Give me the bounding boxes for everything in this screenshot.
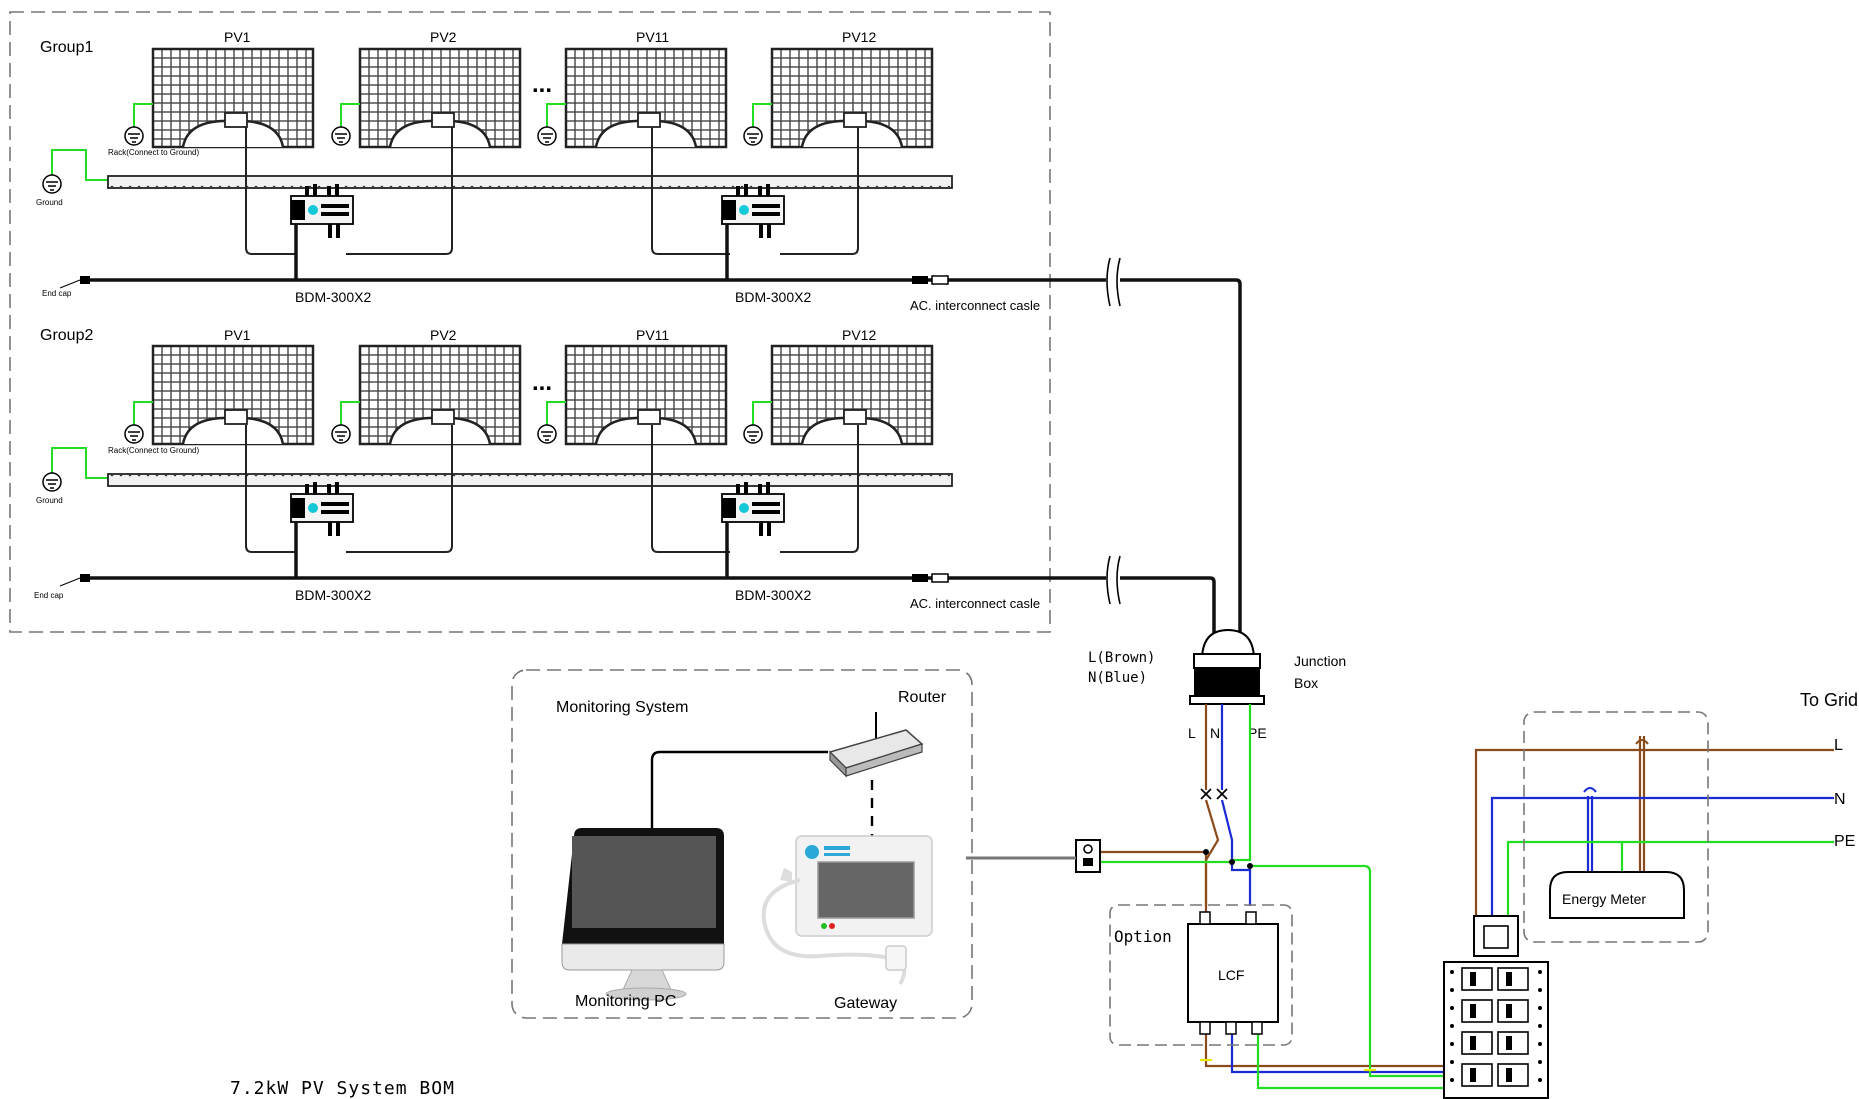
ground-icon: [331, 126, 351, 146]
grid-wiring: [1100, 704, 1834, 1090]
microinverter: [290, 183, 354, 239]
to-grid-title: To Grid: [1800, 690, 1858, 710]
pv-panel: [564, 344, 728, 446]
pv-panel: [770, 47, 934, 149]
terminal-pe-label: PE: [1248, 725, 1267, 741]
group-1-title: Group1: [40, 39, 93, 56]
group-2-pv12-label: PV12: [842, 327, 876, 343]
energy-meter-label: Energy Meter: [1562, 891, 1646, 907]
group-2-title: Group2: [40, 327, 93, 344]
grid-pe-label: PE: [1834, 833, 1855, 850]
ground-icon: [537, 126, 557, 146]
ground-icon: [331, 424, 351, 444]
grid-meter-box: [1523, 711, 1709, 943]
pv-array-box: [9, 11, 1051, 633]
terminal-n-label: N: [1210, 725, 1220, 741]
breaker-panel: [1443, 915, 1549, 1099]
ground-icon: [743, 126, 763, 146]
wire-l-label: L(Brown): [1088, 650, 1155, 666]
cable-break-icon: [1106, 257, 1121, 605]
microinverter: [721, 481, 785, 537]
group-1-ellipsis: ...: [532, 71, 552, 98]
group-1: Group1 PV1 PV2 PV11 PV12 ... Rack(Connec…: [36, 29, 1110, 313]
pv-panel: [564, 47, 728, 149]
microinverter: [721, 183, 785, 239]
option-title: Option: [1114, 927, 1172, 946]
group-2-inverter-2-label: BDM-300X2: [735, 587, 811, 603]
ground-icon: [124, 424, 144, 444]
ground-icon: [743, 424, 763, 444]
energy-meter: Energy Meter: [1549, 871, 1685, 919]
ground-icon: [42, 174, 62, 194]
group-2-inverter-1-label: BDM-300X2: [295, 587, 371, 603]
group-2-endcap-label: End cap: [34, 591, 64, 600]
monitoring-pc-icon: [561, 828, 725, 1001]
grid-l-label: L: [1834, 737, 1843, 754]
ground-icon: [537, 424, 557, 444]
option-box: [1109, 904, 1293, 1046]
junction-box-title-1: Junction: [1294, 653, 1346, 669]
group-1-inverter-1-label: BDM-300X2: [295, 289, 371, 305]
grid-n-label: N: [1834, 791, 1846, 808]
group-2-pv2-label: PV2: [430, 327, 457, 343]
group-2-ellipsis: ...: [532, 369, 552, 396]
meter-ct-clamp-icon: [1583, 739, 1649, 793]
microinverter: [290, 481, 354, 537]
pv-panel: [358, 47, 522, 149]
router-label: Router: [898, 689, 947, 706]
pv-panel: [358, 344, 522, 446]
wire-node-dots: [1203, 849, 1253, 869]
ground-icon: [42, 472, 62, 492]
group-2-ac-cable-label: AC. interconnect casle: [910, 596, 1040, 611]
group-1-ground-label: Ground: [36, 198, 63, 207]
group-1-pv12-label: PV12: [842, 29, 876, 45]
group-2-rack-label: Rack(Connect to Ground): [108, 446, 199, 455]
lcf-label: LCF: [1218, 967, 1244, 983]
group-1-pv11-label: PV11: [636, 29, 669, 45]
group-1-endcap-label: End cap: [42, 289, 72, 298]
gateway-label: Gateway: [834, 995, 897, 1012]
group-2-pv1-label: PV1: [224, 327, 251, 343]
outlet-icon: [1075, 839, 1101, 873]
junction-box: Junction Box L(Brown) N(Blue) L N PE: [1088, 628, 1346, 741]
lcf-filter: LCF: [1187, 911, 1279, 1035]
gateway-icon: [761, 835, 933, 986]
router-icon: [828, 712, 924, 778]
group-1-inverter-2-label: BDM-300X2: [735, 289, 811, 305]
pv-panel: [770, 344, 934, 446]
group-1-ac-cable-label: AC. interconnect casle: [910, 298, 1040, 313]
wire-n-label: N(Blue): [1088, 670, 1147, 686]
monitoring-title: Monitoring System: [556, 699, 689, 716]
group-1-rack-label: Rack(Connect to Ground): [108, 148, 199, 157]
disconnect-switch-icon: [1200, 788, 1228, 800]
pv-panel: [151, 47, 315, 149]
pv-panel: [151, 344, 315, 446]
group-1-pv1-label: PV1: [224, 29, 251, 45]
terminal-l-label: L: [1188, 725, 1196, 741]
ac-trunk-cables: [1110, 278, 1242, 636]
ground-icon: [124, 126, 144, 146]
group-2-pv11-label: PV11: [636, 327, 669, 343]
junction-box-title-2: Box: [1294, 675, 1318, 691]
group-2: Group2 PV1 PV2 PV11 PV12 ... Rack(Connec…: [34, 327, 1110, 611]
group-2-ground-label: Ground: [36, 496, 63, 505]
monitoring-system-box: [511, 669, 973, 1019]
group-1-pv2-label: PV2: [430, 29, 457, 45]
monitoring-pc-label: Monitoring PC: [575, 993, 676, 1010]
footer-title: 7.2kW PV System BOM: [230, 1078, 455, 1099]
